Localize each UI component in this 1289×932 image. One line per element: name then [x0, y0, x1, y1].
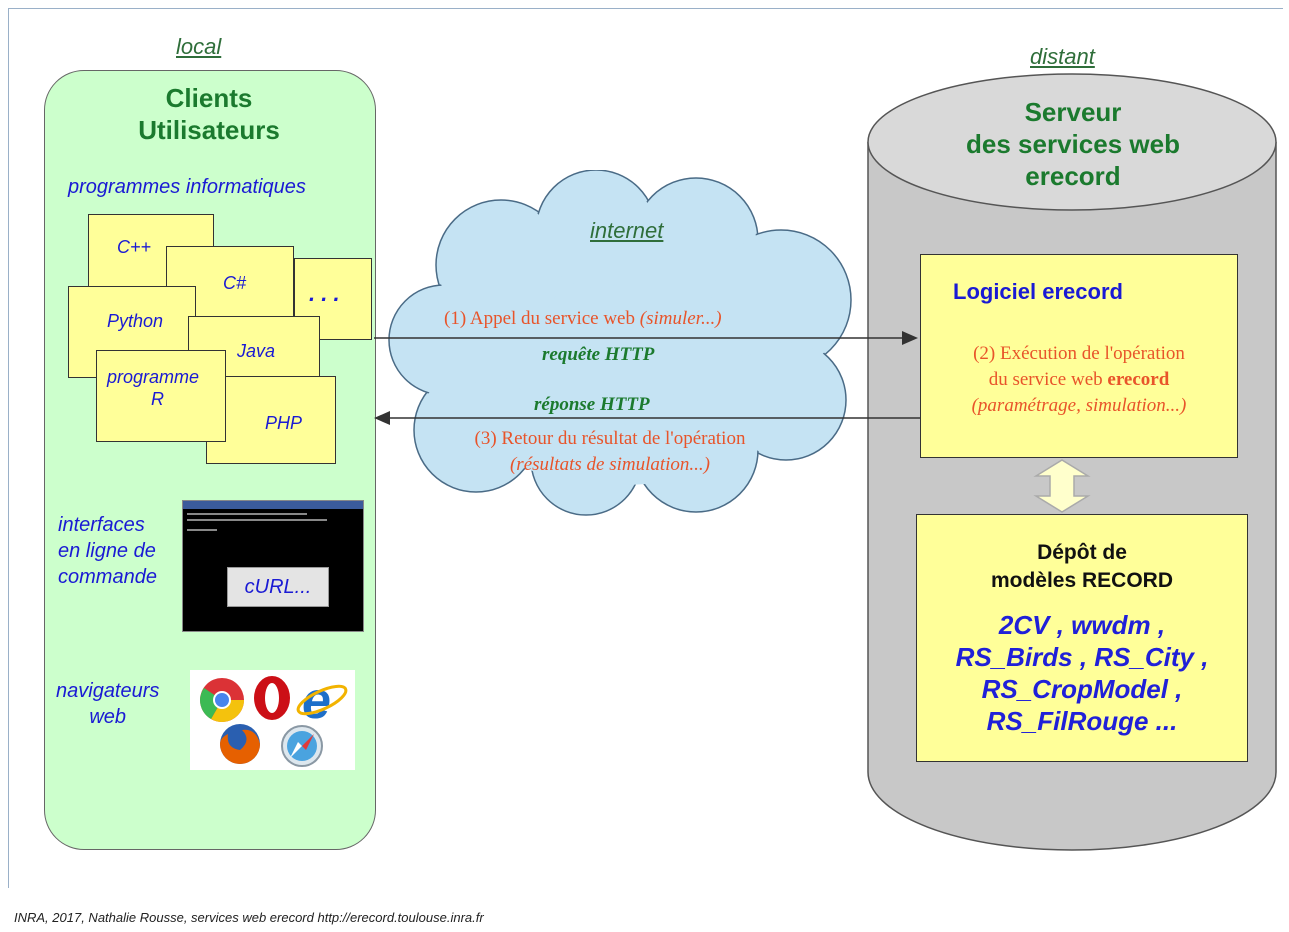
models-list: 2CV , wwdm , RS_Birds , RS_City , RS_Cro… — [917, 609, 1247, 737]
terminal-titlebar — [183, 501, 363, 509]
depot-box: Dépôt de modèles RECORD 2CV , wwdm , RS_… — [916, 514, 1248, 762]
program-label-php: PHP — [265, 413, 303, 433]
operation-text: (2) Exécution de l'opération du service … — [921, 341, 1237, 419]
operation-line3: (paramétrage, simulation...) — [971, 395, 1187, 416]
distant-label: distant — [1030, 44, 1095, 69]
request-arrowhead — [902, 331, 918, 345]
internet-label: internet — [590, 218, 664, 243]
double-arrow — [1033, 459, 1091, 513]
server-title-line3: erecord — [1025, 161, 1121, 191]
response-arrowhead — [374, 411, 390, 425]
browsers-heading: navigateurs web — [56, 678, 159, 730]
program-page-php: PHP — [206, 376, 336, 464]
server-title: Serveur des services web erecord — [866, 96, 1280, 192]
model-line: RS_CropModel , — [981, 674, 1183, 704]
program-label-more: . . . — [309, 281, 340, 306]
safari-icon — [281, 725, 323, 767]
program-label-programme: programme — [107, 367, 200, 387]
clients-title-line2: Utilisateurs — [138, 115, 280, 145]
cli-heading-line2: en ligne de — [58, 540, 156, 562]
model-line: RS_Birds , RS_City , — [955, 642, 1209, 672]
program-label-java: Java — [237, 341, 276, 361]
cli-heading: interfaces en ligne de commande — [58, 512, 157, 590]
firefox-icon — [220, 724, 260, 764]
chrome-icon — [200, 678, 244, 722]
programs-heading: programmes informatiques — [68, 176, 306, 198]
clients-title: Clients Utilisateurs — [44, 82, 374, 146]
operation-line2: du service web erecord — [921, 367, 1237, 393]
server-title-line1: Serveur — [1024, 97, 1122, 127]
program-page-r: programme R — [96, 350, 226, 442]
server-title-line2: des services web — [966, 129, 1180, 159]
browsers-heading-line2: web — [89, 706, 127, 728]
terminal-text-line — [187, 519, 327, 521]
arrows — [374, 331, 920, 425]
call-text-main: (1) Appel du service web — [444, 308, 640, 329]
svg-text:e: e — [302, 672, 331, 730]
terminal-window: cURL... — [182, 500, 364, 632]
browser-icons: e — [190, 670, 355, 770]
depot-title-line2: modèles RECORD — [990, 569, 1174, 592]
return-line2: (résultats de simulation...) — [509, 454, 711, 475]
local-label: local — [176, 34, 222, 59]
opera-icon — [254, 676, 290, 720]
program-label-csharp: C# — [223, 273, 247, 293]
return-line1: (3) Retour du résultat de l'opération — [474, 428, 746, 449]
operation-line2-bold: erecord — [1107, 369, 1170, 390]
software-box: Logiciel erecord (2) Exécution de l'opér… — [920, 254, 1238, 458]
return-text: (3) Retour du résultat de l'opération (r… — [430, 426, 790, 478]
internet-explorer-icon: e — [296, 672, 348, 730]
clients-title-line1: Clients — [165, 83, 253, 113]
cli-heading-line3: commande — [58, 566, 157, 588]
terminal-text-line — [187, 529, 217, 531]
model-line: RS_FilRouge ... — [986, 706, 1178, 736]
operation-line2-prefix: du service web — [988, 369, 1108, 390]
program-label-cpp: C++ — [117, 237, 152, 257]
call-text: (1) Appel du service web (simuler...) — [444, 308, 722, 330]
depot-title-line1: Dépôt de — [1037, 541, 1127, 564]
program-label-python: Python — [107, 311, 164, 331]
curl-label: cURL... — [227, 567, 329, 607]
program-label-r: R — [151, 389, 164, 409]
frame-top-border — [8, 8, 1283, 9]
software-title: Logiciel erecord — [953, 279, 1123, 304]
call-text-italic: (simuler...) — [639, 308, 722, 329]
request-label: requête HTTP — [542, 344, 655, 365]
terminal-text-line — [187, 513, 307, 515]
browsers-heading-line1: navigateurs — [56, 680, 160, 702]
footer-credit: INRA, 2017, Nathalie Rousse, services we… — [14, 910, 484, 925]
cli-heading-line1: interfaces — [58, 514, 145, 536]
operation-line1: (2) Exécution de l'opération — [973, 343, 1185, 364]
response-label: réponse HTTP — [534, 394, 650, 415]
depot-title: Dépôt de modèles RECORD — [917, 539, 1247, 595]
frame-left-border — [8, 8, 9, 888]
model-line: 2CV , wwdm , — [998, 610, 1166, 640]
